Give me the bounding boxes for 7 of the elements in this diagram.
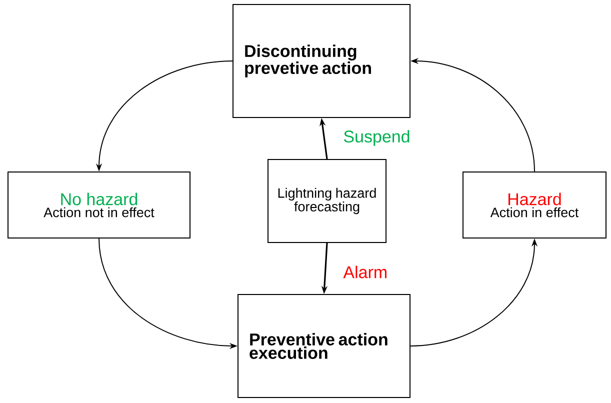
process-box: Preventive action execution <box>238 294 410 398</box>
edge-label: Alarm <box>342 264 389 280</box>
state-box: Hazard Action in effect <box>462 172 606 238</box>
edge-label: Suspend <box>342 129 412 147</box>
process-box: Discontinuing prevetive action <box>232 4 410 118</box>
state-box: No hazard Action not in effect <box>8 172 190 238</box>
forecast-box: Lightning hazard forecasting <box>268 159 386 243</box>
